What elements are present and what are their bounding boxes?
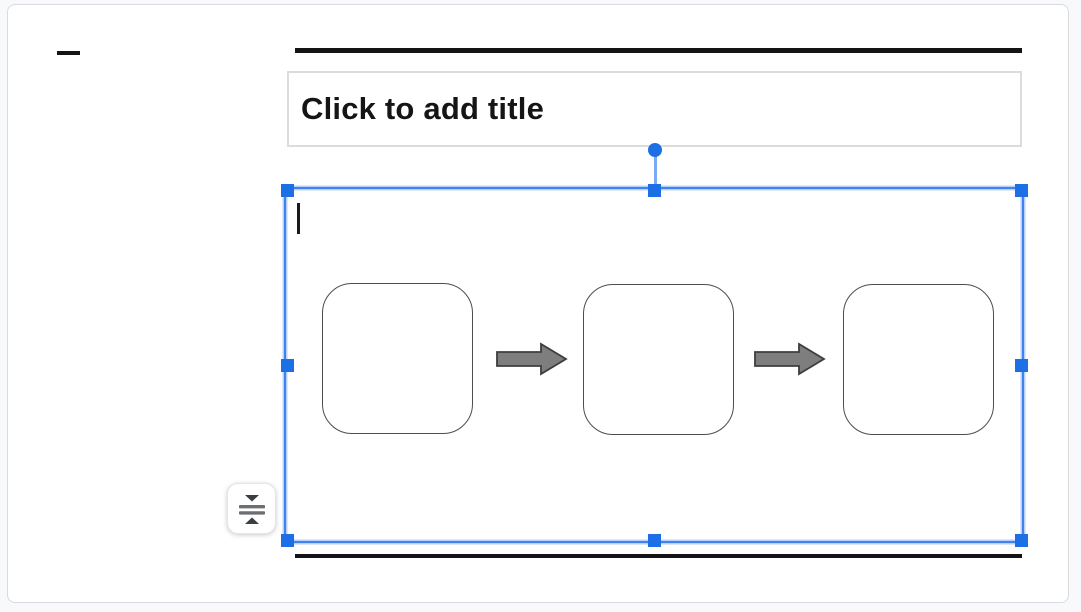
- resize-handle-middle-left[interactable]: [281, 359, 294, 372]
- flow-arrow-1[interactable]: [496, 342, 568, 376]
- top-left-dash: [57, 51, 80, 55]
- rotation-handle-stem: [654, 155, 657, 190]
- title-placeholder-text: Click to add title: [301, 91, 545, 126]
- resize-handle-bottom-left[interactable]: [281, 534, 294, 547]
- resize-handle-top-right[interactable]: [1015, 184, 1028, 197]
- flow-step-box-1[interactable]: [322, 283, 473, 434]
- resize-handle-top-center[interactable]: [648, 184, 661, 197]
- resize-handle-top-left[interactable]: [281, 184, 294, 197]
- slide-bottom-rule: [295, 554, 1022, 558]
- body-placeholder-selection[interactable]: [284, 187, 1024, 543]
- resize-handle-bottom-right[interactable]: [1015, 534, 1028, 547]
- resize-handle-middle-right[interactable]: [1015, 359, 1028, 372]
- text-cursor: [297, 203, 300, 234]
- rotation-handle[interactable]: [648, 143, 662, 157]
- flow-arrow-2[interactable]: [754, 342, 826, 376]
- flow-step-box-2[interactable]: [583, 284, 734, 435]
- title-top-rule: [295, 48, 1022, 53]
- flow-step-box-3[interactable]: [843, 284, 994, 435]
- resize-handle-bottom-center[interactable]: [648, 534, 661, 547]
- autofit-button[interactable]: [227, 483, 276, 534]
- title-placeholder[interactable]: Click to add title: [287, 71, 1022, 147]
- autofit-icon: [238, 494, 265, 524]
